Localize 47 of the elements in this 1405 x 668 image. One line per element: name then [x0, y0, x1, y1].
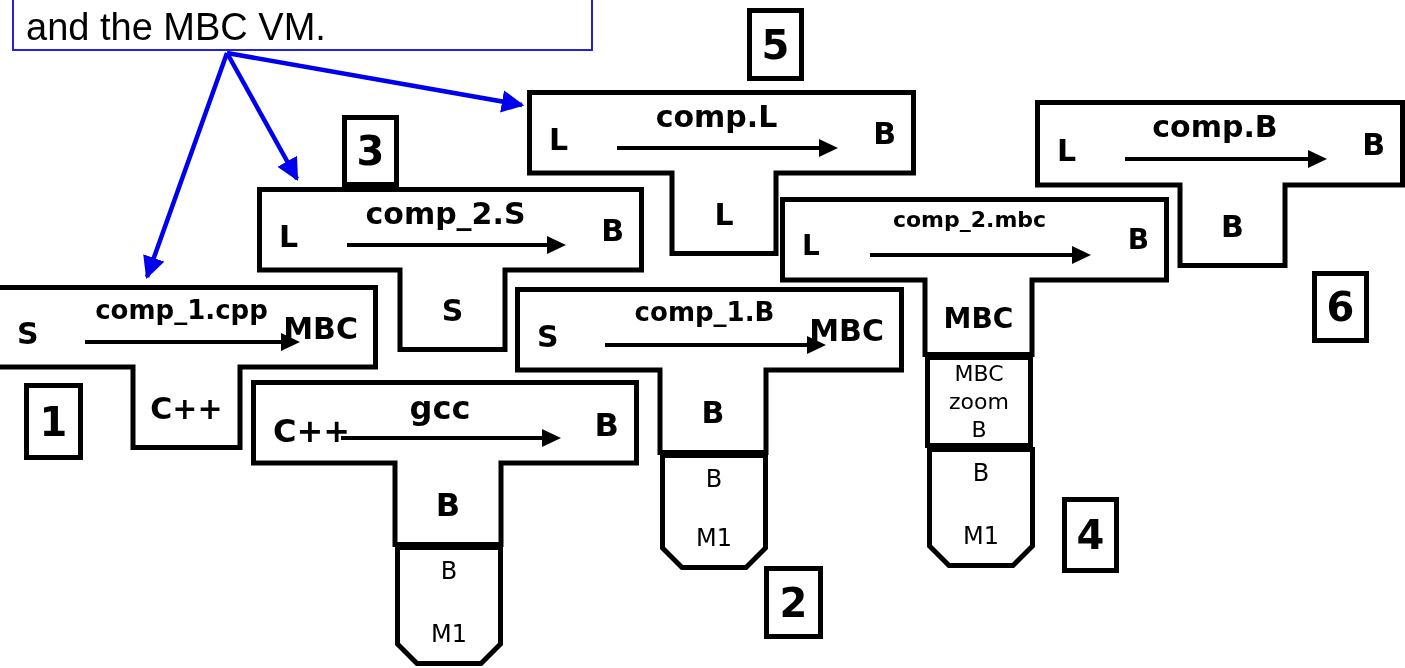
source-language: S	[17, 319, 39, 350]
machine-language: B	[704, 467, 724, 491]
implementation-language: B	[1220, 211, 1245, 242]
target-language: B	[1127, 226, 1149, 255]
target-language: B	[873, 119, 896, 150]
target-language: B	[1362, 129, 1385, 160]
note-box: and the MBC VM.	[12, 0, 593, 51]
implementation-language: B	[700, 397, 726, 428]
source-language: L	[1057, 135, 1077, 166]
compiler-name: gcc	[408, 392, 472, 424]
machine-name: M1	[695, 526, 733, 550]
step-number: 3	[342, 115, 399, 187]
machine-name: M1	[962, 524, 1000, 548]
source-language: C++	[273, 414, 351, 447]
step-number: 1	[24, 383, 83, 460]
arrow	[225, 51, 299, 181]
step-number: 6	[1312, 271, 1369, 343]
target-language: B	[601, 216, 624, 247]
implementation-language: B	[434, 489, 462, 521]
machine-name: M1	[430, 622, 468, 646]
implementation-language: S	[440, 296, 465, 326]
source-language: S	[537, 321, 559, 352]
compiler-name: comp_2.S	[364, 199, 527, 229]
arrow	[143, 52, 230, 280]
source-language: L	[279, 221, 299, 252]
implementation-language: MBC	[942, 304, 1015, 333]
target-language: MBC	[283, 313, 358, 344]
step-number: 2	[764, 566, 823, 639]
source-language: L	[549, 124, 569, 155]
compiler-name: comp_1.B	[633, 299, 776, 325]
implementation-language: C++	[149, 393, 224, 424]
compiler-name: comp.L	[654, 102, 779, 132]
interpreter-name: zoom	[948, 391, 1010, 413]
implementation-language: L	[713, 199, 735, 230]
compiler-name: comp_2.mbc	[891, 209, 1048, 231]
machine-language: B	[971, 461, 991, 485]
target-language: MBC	[809, 316, 884, 347]
machine-language: B	[439, 559, 459, 583]
step-number: 5	[747, 8, 804, 81]
target-language: B	[594, 409, 619, 442]
implementation-language: B	[970, 419, 988, 441]
arrow	[226, 50, 525, 113]
source-language: L	[802, 231, 820, 260]
interpreted-language: MBC	[953, 363, 1005, 385]
compiler-name: comp.B	[1151, 112, 1279, 142]
step-number: 4	[1062, 497, 1119, 573]
compiler-name: comp_1.cpp	[94, 297, 269, 323]
